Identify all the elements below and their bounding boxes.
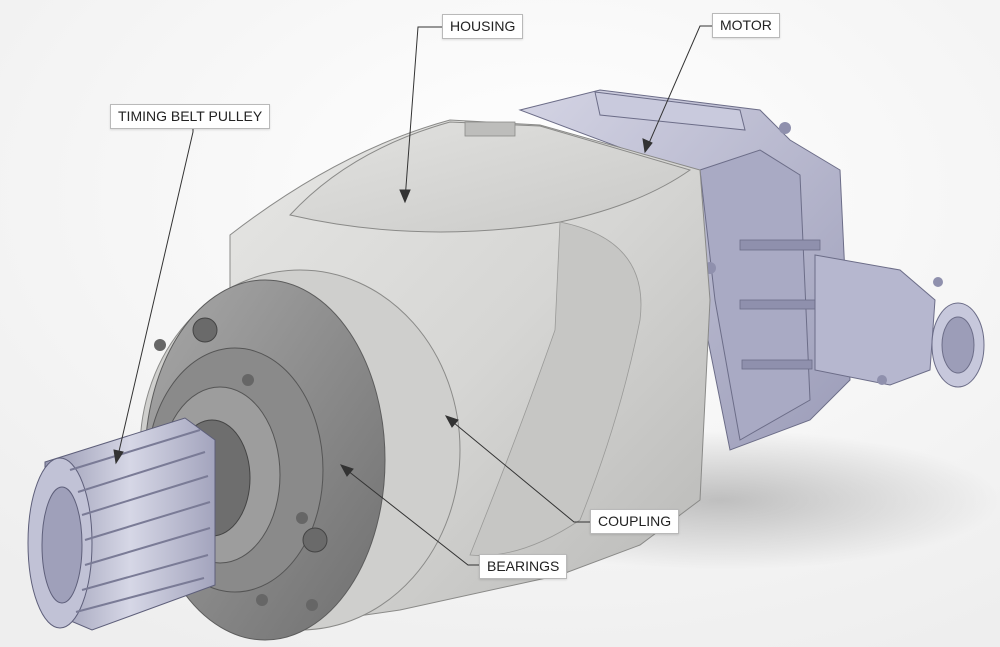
coupling-leader xyxy=(447,417,590,523)
housing-leader xyxy=(404,26,442,201)
motor-leader xyxy=(645,25,712,151)
bearings-callout: BEARINGS xyxy=(479,554,568,579)
coupling-callout: COUPLING xyxy=(590,509,680,534)
bearings-arrowhead xyxy=(339,464,354,477)
timing-belt-pulley-callout: TIMING BELT PULLEY xyxy=(110,104,271,129)
pulley-arrowhead xyxy=(113,449,124,465)
housing-arrowhead xyxy=(399,189,411,204)
timing-belt-pulley xyxy=(27,417,216,631)
coupling-arrowhead xyxy=(444,415,459,428)
motor xyxy=(518,89,985,451)
motor-arrowhead xyxy=(642,138,653,154)
housing-callout: HOUSING xyxy=(442,14,524,39)
motor-callout: MOTOR xyxy=(712,13,780,38)
bearings-leader xyxy=(342,466,479,566)
